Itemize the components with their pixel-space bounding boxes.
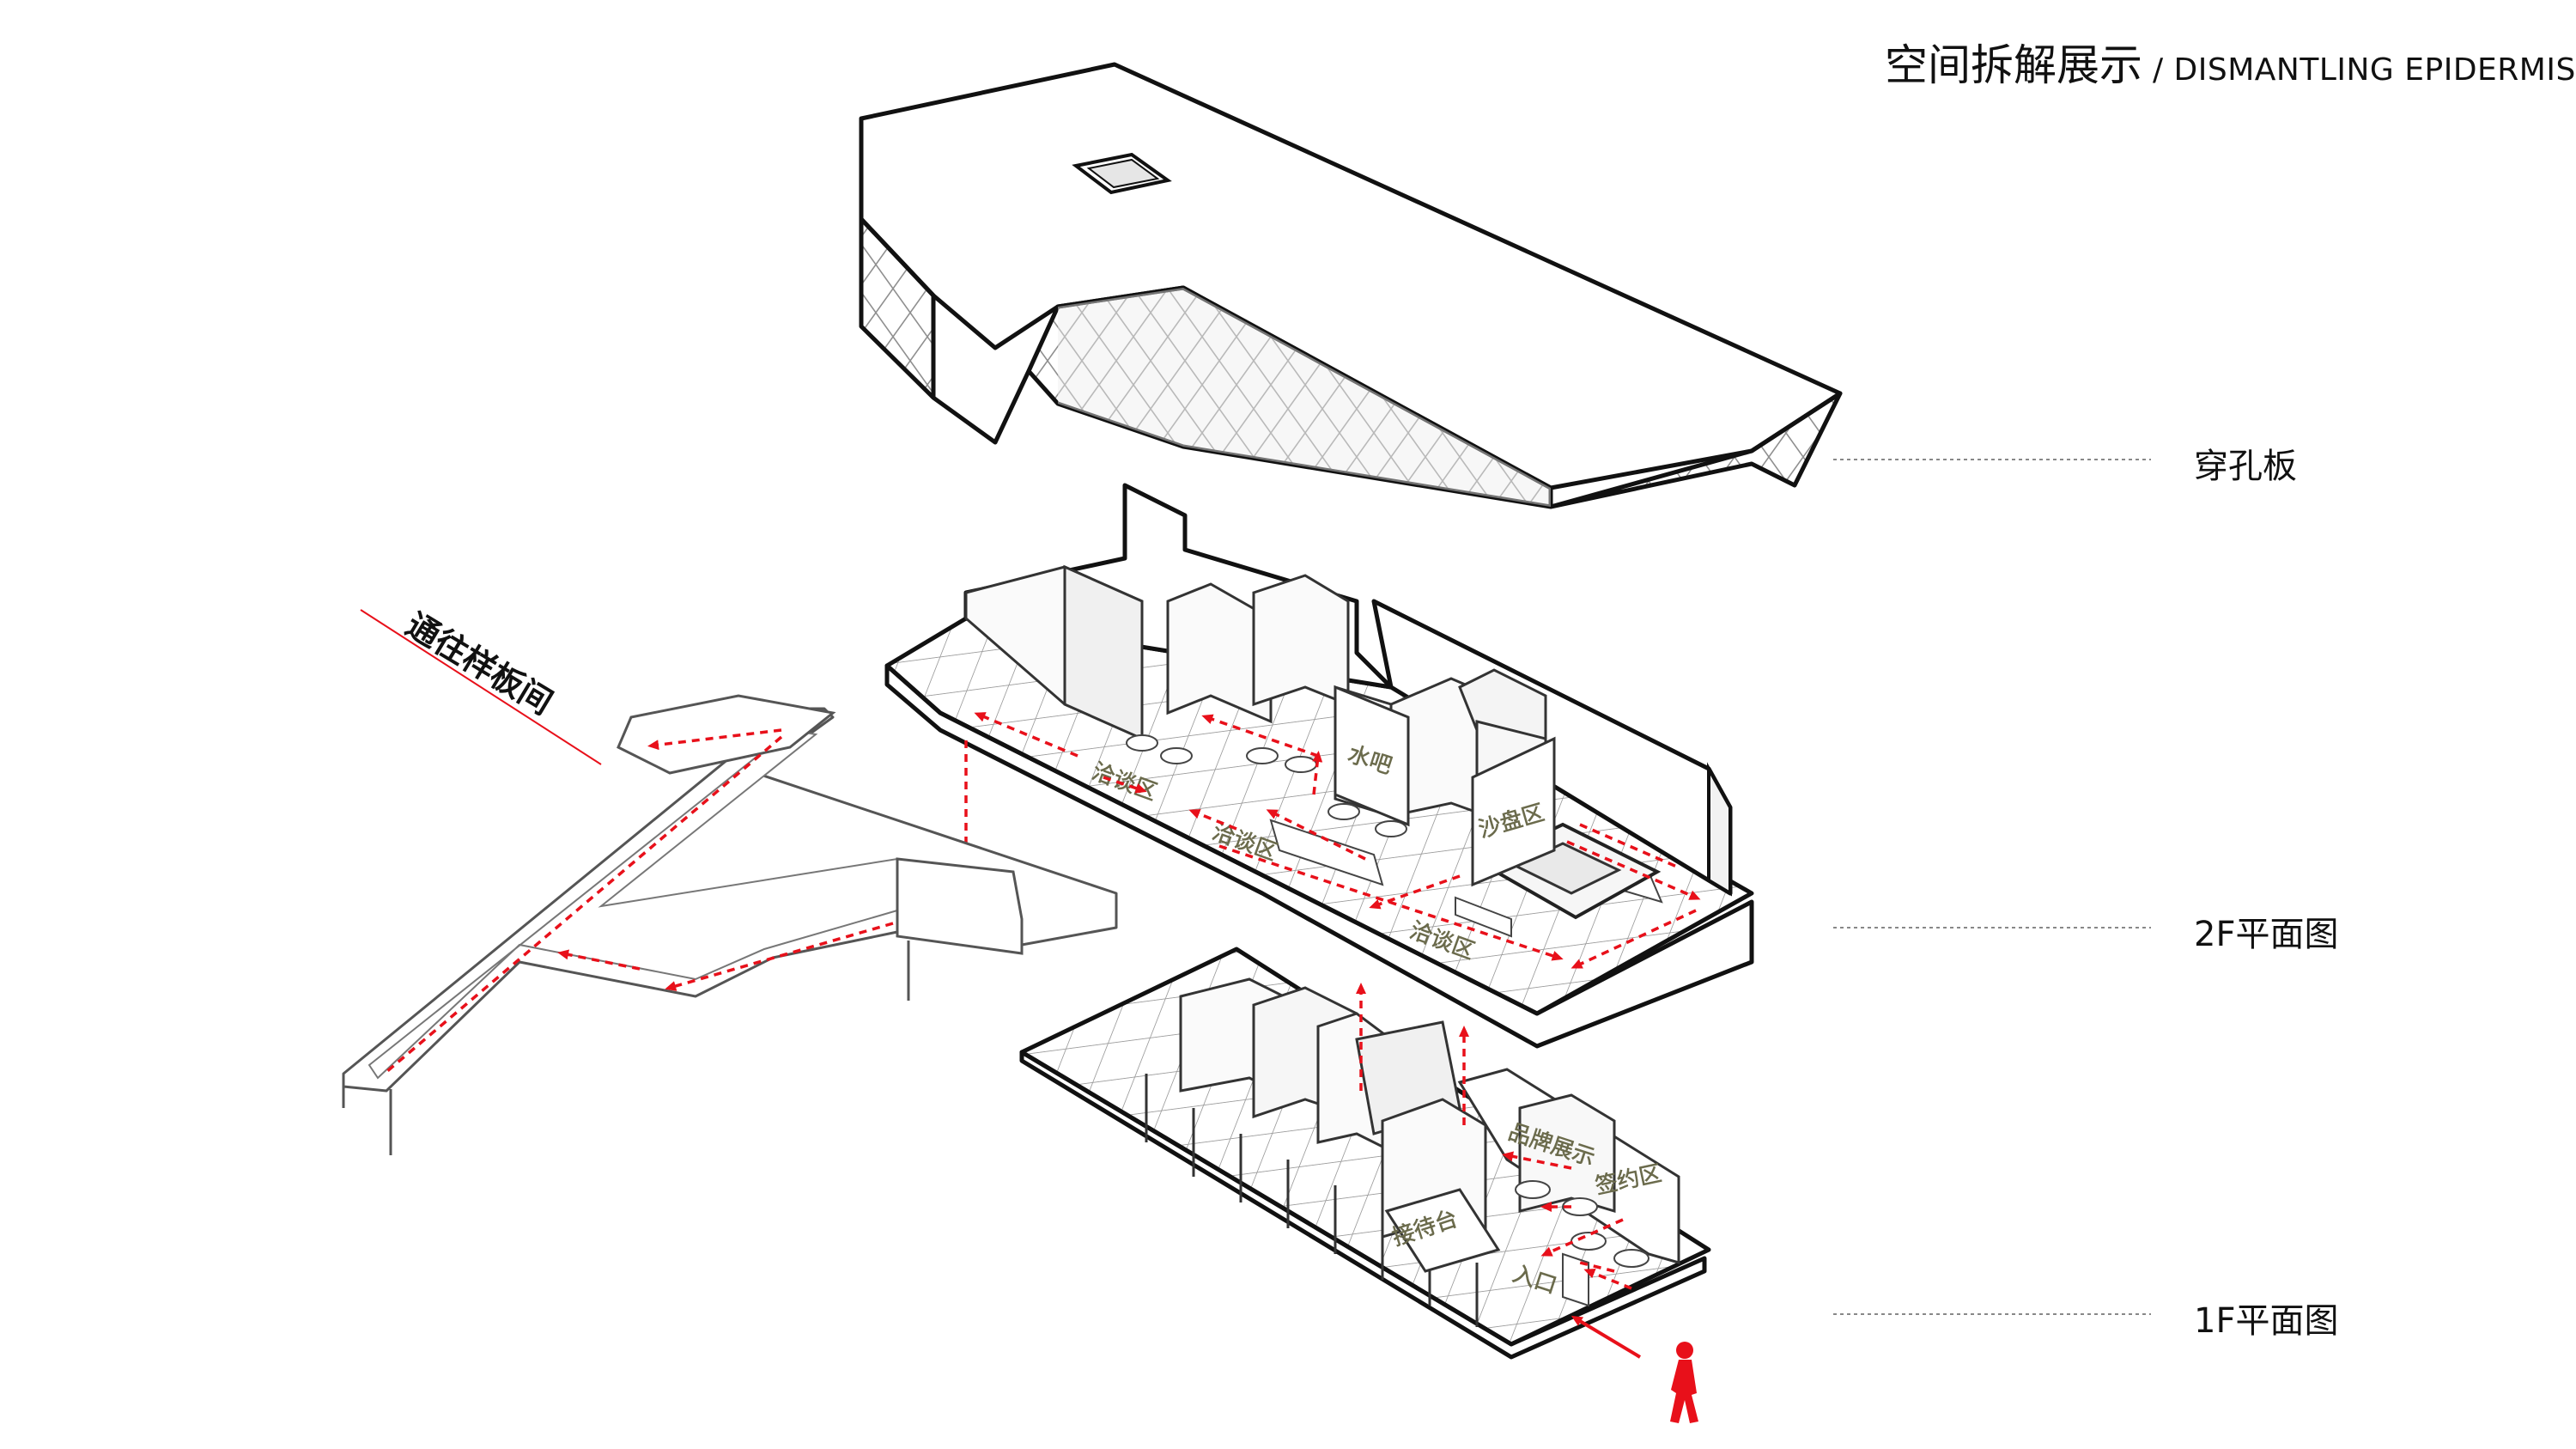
label-1f-plan: 1F平面图 (2194, 1301, 2339, 1341)
f1-zone-sign-b: 接待台 (1384, 1188, 1501, 1273)
ramp-top-landing (617, 694, 836, 775)
title-sep: / (2142, 52, 2174, 88)
f2-zone-sign-right: 沙盘区 (1471, 736, 1556, 887)
path-label-underline (360, 609, 602, 765)
ramp-platform (896, 857, 1024, 955)
second-floor-layer: 洽谈区 水吧 沙盘区 洽谈区 洽谈区 (884, 483, 1754, 1049)
f2-room-box-2 (1166, 582, 1273, 724)
page-title: 空间拆解展示 / DISMANTLING EPIDERMIS (1885, 31, 2576, 93)
title-en: DISMANTLING EPIDERMIS (2173, 52, 2576, 88)
title-cn: 空间拆解展示 (1885, 40, 2142, 90)
roof-facade-shade (1058, 288, 1551, 507)
f2-right-endwall (1707, 762, 1732, 897)
f2-room-box-1-front (1063, 564, 1144, 741)
path-label: 通往样板间 (399, 606, 559, 722)
f1-furniture (1515, 1180, 1649, 1307)
roof-perforated-facade (859, 216, 1843, 509)
ramp-circulation-route (385, 728, 894, 1074)
f2-zone-sign-mid: 水吧 (1334, 685, 1410, 827)
f2-circulation-route (974, 712, 1701, 969)
label-2f-plan: 2F平面图 (2194, 915, 2339, 954)
visitor-figure-icon (1670, 1342, 1698, 1423)
first-floor-layer: 品牌展示 签约区 接待台 入口 (1019, 947, 1711, 1423)
label-perforated-panel: 穿孔板 (2194, 447, 2297, 486)
roof-skylight-inner (1086, 158, 1160, 189)
f1-circulation-route (1356, 983, 1632, 1290)
f2-room-box-3 (1252, 574, 1350, 707)
entry-arrow (1571, 1315, 1642, 1359)
perforated-panel-layer (859, 62, 1843, 509)
